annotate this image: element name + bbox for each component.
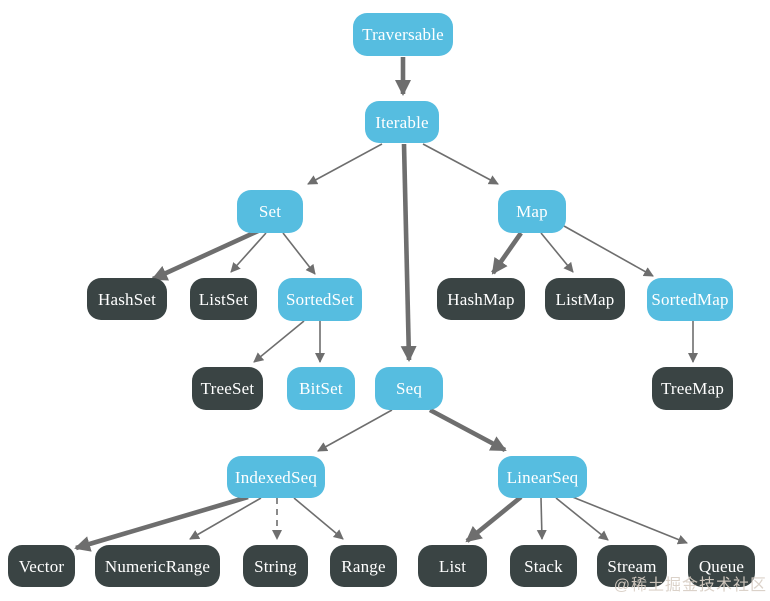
node-queue: Queue [688, 545, 755, 587]
node-hashmap: HashMap [437, 278, 525, 320]
node-set: Set [237, 190, 303, 233]
edge-seq-indexedseq [317, 409, 393, 452]
node-treeset: TreeSet [192, 367, 263, 410]
node-sortedset: SortedSet [278, 278, 362, 321]
node-range: Range [330, 545, 397, 587]
node-stream: Stream [597, 545, 667, 587]
watermark: @稀土掘金技术社区 [613, 577, 767, 594]
node-sortedmap: SortedMap [647, 278, 733, 321]
edge-map-hashmap [491, 231, 523, 275]
edge-set-sortedset [282, 232, 316, 275]
edge-map-sortedmap [563, 225, 654, 277]
edge-linearseq-stream [555, 497, 609, 541]
node-bitset: BitSet [287, 367, 355, 410]
node-map: Map [498, 190, 566, 233]
node-listmap: ListMap [545, 278, 625, 320]
edge-indexedseq-numericrange [189, 497, 262, 540]
edge-indexedseq-range [293, 497, 344, 540]
node-iterable: Iterable [365, 101, 439, 143]
node-stack: Stack [510, 545, 577, 587]
node-list: List [418, 545, 487, 587]
edge-sortedset-treeset [253, 320, 305, 363]
node-linearseq: LinearSeq [498, 456, 587, 498]
edge-indexedseq-vector [74, 494, 249, 552]
edge-linearseq-queue [569, 495, 688, 545]
node-traversable: Traversable [353, 13, 453, 56]
edge-iterable-set [307, 143, 383, 185]
edge-set-hashset [151, 228, 259, 282]
edge-linearseq-list [465, 495, 523, 543]
node-vector: Vector [8, 545, 75, 587]
node-indexedseq: IndexedSeq [227, 456, 325, 498]
edge-seq-linearseq [428, 407, 507, 453]
node-treemap: TreeMap [652, 367, 733, 410]
node-listset: ListSet [190, 278, 257, 320]
edge-set-listset [230, 232, 267, 273]
edge-map-listmap [540, 232, 574, 273]
node-numericrange: NumericRange [95, 545, 220, 587]
edge-iterable-seq [400, 143, 417, 362]
edge-iterable-map [422, 143, 499, 185]
edge-linearseq-stack [536, 497, 547, 540]
node-seq: Seq [375, 367, 443, 410]
node-hashset: HashSet [87, 278, 167, 320]
node-string: String [243, 545, 308, 587]
